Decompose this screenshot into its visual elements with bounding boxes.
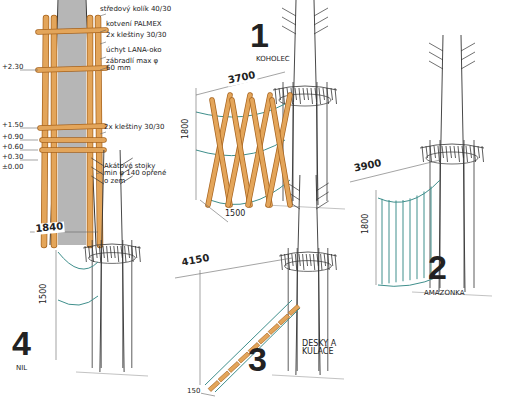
note-label: 2x kleštiny 30/30	[106, 32, 166, 39]
note-label: +2.30	[2, 64, 23, 71]
note-label: KOHOLEC	[256, 56, 290, 63]
note-label: úchyt LANA-oko	[106, 47, 162, 54]
note-label: +0.90	[2, 134, 23, 141]
tree-tower	[265, 0, 345, 209]
tree-trunk	[50, 0, 96, 245]
wooden-plank	[208, 380, 220, 391]
dimension-line	[100, 68, 106, 70]
hanging-rope	[417, 195, 418, 279]
wooden-log	[87, 18, 94, 245]
wooden-log	[268, 95, 290, 205]
wooden-log	[208, 95, 230, 205]
wooden-plank	[218, 371, 230, 382]
wooden-log	[44, 18, 46, 245]
wooden-log	[272, 100, 290, 205]
dimension-label: 3900	[352, 158, 383, 174]
note-label: AMAZONKA	[424, 290, 464, 297]
wooden-plank	[288, 304, 300, 315]
dimension-label: 1500	[224, 210, 246, 218]
wooden-log	[88, 18, 93, 245]
note-label: NIL	[16, 365, 27, 372]
tree-tower	[412, 35, 492, 296]
note-label: +0.30	[2, 154, 23, 161]
note-label: DESKY A KULAČE	[302, 340, 348, 357]
note-label: 2x kleštiny 30/30	[104, 124, 164, 131]
dimension-line	[196, 88, 197, 200]
dimension-label: 1500	[40, 283, 48, 305]
wooden-log	[98, 18, 100, 245]
wooden-log	[212, 100, 230, 205]
wooden-log	[44, 18, 46, 245]
callout-number: 1	[250, 18, 269, 54]
hanging-rope	[410, 198, 411, 280]
wooden-log	[252, 100, 270, 205]
wooden-log	[42, 137, 104, 143]
hanging-rope	[424, 191, 425, 278]
wooden-log	[42, 138, 104, 142]
hanging-rope	[389, 200, 390, 283]
rope	[215, 308, 300, 392]
wooden-log	[38, 30, 106, 32]
wooden-plank	[278, 314, 290, 325]
note-label: středový kolík 40/30	[100, 6, 171, 13]
wooden-log	[42, 148, 104, 152]
dimension-label: 150	[186, 388, 201, 395]
tree-trunk	[58, 0, 86, 245]
wooden-log	[40, 126, 104, 128]
wooden-plank	[268, 323, 280, 334]
rope	[58, 296, 98, 305]
dimension-line	[200, 270, 201, 385]
callout-number: 4	[12, 326, 31, 362]
dimension-line	[100, 14, 106, 16]
wooden-plank	[228, 361, 240, 372]
dimension-label: 4150	[180, 253, 211, 269]
dimension-line	[100, 42, 106, 44]
wooden-log	[212, 100, 230, 205]
note-label: zábradlí max φ 60 mm	[106, 58, 168, 73]
dimension-line	[100, 30, 106, 32]
wooden-log	[248, 95, 270, 205]
wooden-log	[228, 95, 250, 205]
wooden-log	[52, 18, 57, 245]
rope	[205, 300, 292, 385]
wooden-log	[98, 18, 100, 245]
wooden-log	[232, 100, 250, 205]
dimension-label: 1800	[182, 118, 190, 140]
wooden-log	[38, 68, 106, 70]
wooden-log	[38, 30, 106, 32]
note-label: kotvení PALMEX	[106, 21, 162, 28]
note-label: +0.60	[2, 144, 23, 151]
wooden-log	[268, 95, 290, 205]
wooden-log	[208, 95, 230, 205]
hanging-rope	[403, 200, 404, 281]
hanging-rope	[382, 199, 383, 285]
note-label: ±0.00	[2, 164, 23, 171]
wooden-log	[248, 95, 270, 205]
dimension-line	[56, 250, 57, 360]
dimension-label: 1800	[362, 213, 370, 235]
wooden-log	[38, 68, 106, 70]
wooden-log	[51, 18, 58, 245]
wooden-log	[42, 147, 104, 153]
dimension-label: 3700	[226, 70, 257, 86]
hanging-rope	[396, 201, 397, 283]
wooden-log	[228, 95, 250, 205]
wooden-log	[272, 100, 290, 205]
wooden-log	[232, 100, 250, 205]
callout-number: 2	[428, 250, 447, 286]
note-label: Akátové stojky min φ 140 opřené o zem	[104, 163, 168, 185]
wooden-log	[40, 126, 104, 128]
dimension-line	[100, 57, 106, 59]
wooden-log	[252, 100, 270, 205]
dimension-line	[100, 132, 106, 134]
dimension-line	[376, 190, 377, 285]
rope	[58, 252, 98, 269]
callout-number: 3	[248, 342, 267, 378]
note-label: +1.50	[2, 122, 23, 129]
